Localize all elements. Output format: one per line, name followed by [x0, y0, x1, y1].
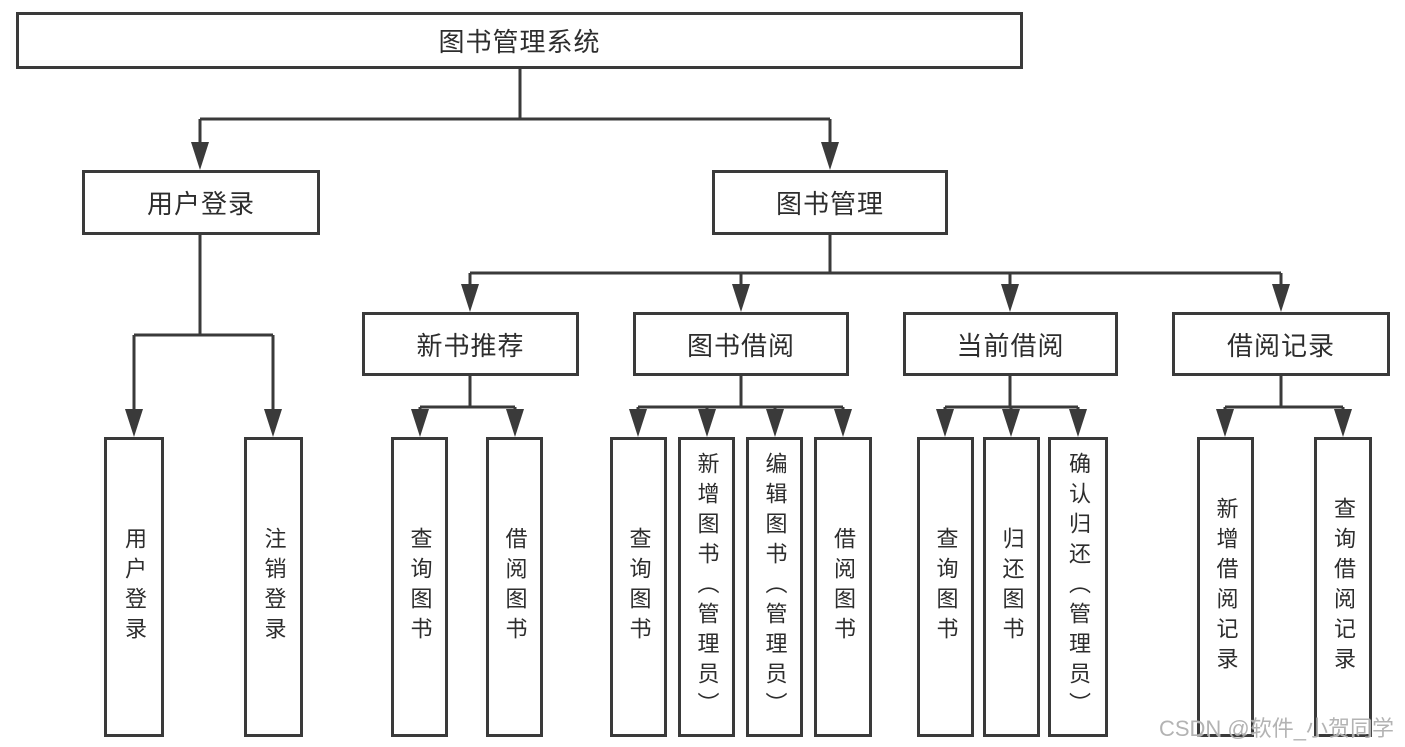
arrowhead	[732, 284, 750, 312]
leaf-query-books-current: 查询图书	[917, 437, 974, 737]
leaf-borrow-books-recommend-label: 借阅图书	[502, 527, 528, 647]
leaf-add-book-admin: 新增图书（管理员）	[678, 437, 735, 737]
leaf-confirm-return-admin-label: 确认归还（管理员）	[1066, 452, 1091, 722]
arrowhead	[1216, 409, 1234, 437]
arrowhead	[1272, 284, 1290, 312]
csdn-watermark: CSDN @软件_小贺同学	[1158, 716, 1394, 741]
arrowhead	[1002, 409, 1020, 437]
arrowhead	[698, 409, 716, 437]
leaf-logout: 注销登录	[244, 437, 303, 737]
arrowheads	[125, 142, 1352, 437]
connector-book-mgmt-children	[468, 235, 1283, 286]
node-book-management-label: 图书管理	[775, 189, 884, 219]
arrowhead	[1334, 409, 1352, 437]
node-current-borrow: 当前借阅	[903, 312, 1118, 376]
arrowhead	[936, 409, 954, 437]
connector-current-borrow-children	[943, 376, 1080, 411]
leaf-edit-book-admin: 编辑图书（管理员）	[746, 437, 803, 737]
node-book-management: 图书管理	[712, 170, 948, 235]
connector-new-book-children	[418, 376, 517, 411]
arrowhead	[834, 409, 852, 437]
arrowhead	[1069, 409, 1087, 437]
node-user-login-label: 用户登录	[146, 189, 255, 219]
leaf-logout-label: 注销登录	[261, 527, 287, 647]
node-new-book-recommend-label: 新书推荐	[416, 330, 525, 361]
arrowhead	[125, 409, 143, 437]
node-root-label: 图书管理系统	[438, 27, 601, 57]
connector-user-login-children	[132, 235, 275, 411]
node-root: 图书管理系统	[16, 12, 1023, 69]
leaf-query-borrow-record-label: 查询借阅记录	[1331, 497, 1356, 677]
arrowhead	[821, 142, 839, 170]
leaf-query-books-recommend: 查询图书	[391, 437, 448, 737]
leaf-add-borrow-record-label: 新增借阅记录	[1213, 497, 1239, 677]
leaf-query-books-borrow: 查询图书	[610, 437, 667, 737]
arrowhead	[506, 409, 524, 437]
node-book-borrow: 图书借阅	[633, 312, 849, 376]
node-borrow-records: 借阅记录	[1172, 312, 1390, 376]
leaf-query-borrow-record: 查询借阅记录	[1314, 437, 1372, 737]
node-borrow-records-label: 借阅记录	[1226, 330, 1335, 361]
arrowhead	[629, 409, 647, 437]
leaf-user-login: 用户登录	[104, 437, 164, 737]
node-new-book-recommend: 新书推荐	[362, 312, 579, 376]
connector-book-borrow-children	[636, 376, 845, 411]
node-current-borrow-label: 当前借阅	[956, 330, 1065, 361]
leaf-confirm-return-admin: 确认归还（管理员）	[1048, 437, 1108, 737]
connector-paths	[132, 69, 1345, 411]
leaf-borrow-books-borrow-label: 借阅图书	[831, 527, 856, 647]
leaf-borrow-books-borrow: 借阅图书	[814, 437, 872, 737]
arrowhead	[411, 409, 429, 437]
leaf-query-books-recommend-label: 查询图书	[407, 527, 433, 647]
leaf-add-book-admin-label: 新增图书（管理员）	[694, 452, 720, 722]
leaf-return-books-label: 归还图书	[999, 527, 1025, 647]
leaf-query-books-current-label: 查询图书	[933, 527, 959, 647]
arrowhead	[461, 284, 479, 312]
leaf-edit-book-admin-label: 编辑图书（管理员）	[762, 452, 788, 722]
leaf-return-books: 归还图书	[983, 437, 1040, 737]
node-user-login: 用户登录	[82, 170, 320, 235]
leaf-user-login-label: 用户登录	[122, 527, 147, 647]
node-book-borrow-label: 图书借阅	[686, 330, 795, 361]
leaf-query-books-borrow-label: 查询图书	[626, 527, 652, 647]
leaf-add-borrow-record: 新增借阅记录	[1197, 437, 1254, 737]
arrowhead	[766, 409, 784, 437]
arrowhead	[1001, 284, 1019, 312]
leaf-borrow-books-recommend: 借阅图书	[486, 437, 543, 737]
connector-borrow-records-children	[1223, 376, 1345, 411]
arrowhead	[191, 142, 209, 170]
arrowhead	[264, 409, 282, 437]
connector-root-to-level2	[198, 69, 832, 144]
